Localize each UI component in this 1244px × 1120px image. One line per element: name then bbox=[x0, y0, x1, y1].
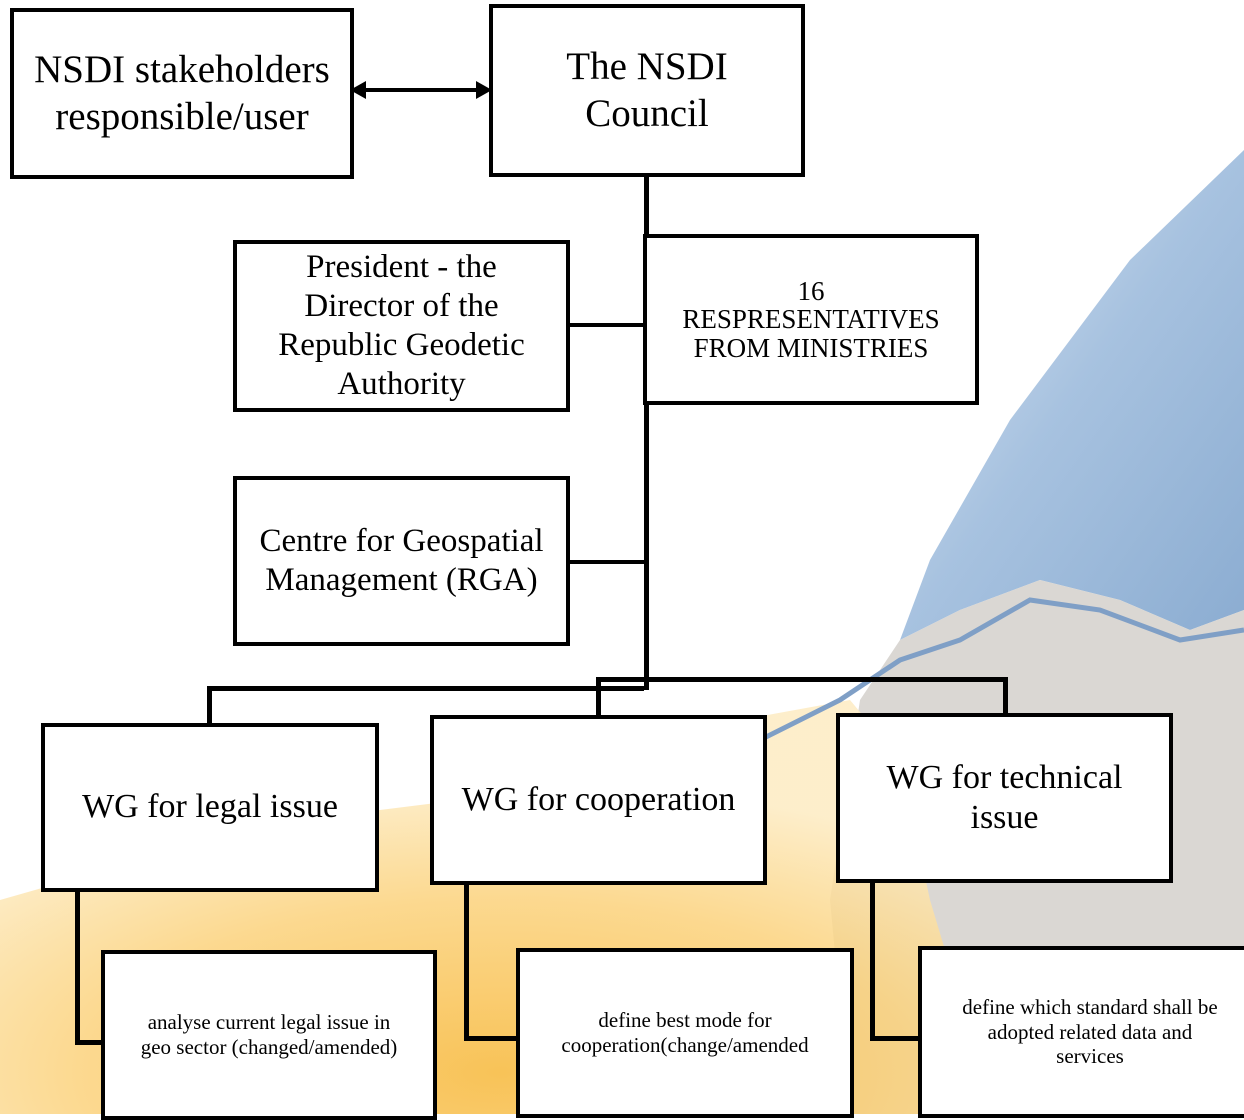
connector-legal-across bbox=[75, 1040, 105, 1045]
coast-line bbox=[758, 597, 1244, 743]
council-box: The NSDI Council bbox=[489, 4, 805, 177]
wg-cooperation-label: WG for cooperation bbox=[461, 780, 736, 818]
connector-cooperation-down bbox=[464, 882, 469, 1040]
wg-legal-label: WG for legal issue bbox=[82, 788, 338, 826]
representatives-box: 16 RESPRESENTATIVES FROM MINISTRIES bbox=[643, 234, 979, 405]
task-cooperation-box: define best mode for cooperation(change/… bbox=[516, 948, 854, 1118]
task-technical-label: define which standard shall be adopted r… bbox=[962, 994, 1218, 1069]
wg-technical-box: WG for technical issue bbox=[836, 713, 1173, 883]
connector-wg-legal bbox=[207, 686, 212, 726]
connector-cooperation-across bbox=[464, 1036, 520, 1041]
connector-wg-technical bbox=[1003, 677, 1008, 717]
connector-technical-across bbox=[870, 1036, 924, 1041]
wg-cooperation-box: WG for cooperation bbox=[430, 715, 767, 885]
council-label: The NSDI Council bbox=[566, 45, 728, 135]
connector-wg-cooperation bbox=[596, 677, 601, 719]
connector-council-trunk bbox=[644, 170, 649, 690]
centre-label: Centre for Geospatial Management (RGA) bbox=[259, 523, 544, 598]
connector-centre bbox=[568, 560, 648, 564]
connector-president bbox=[568, 323, 648, 327]
connector-horizontal-bus bbox=[596, 677, 1008, 682]
task-legal-label: analyse current legal issue in geo secto… bbox=[140, 1010, 398, 1059]
task-cooperation-label: define best mode for cooperation(change/… bbox=[561, 1008, 809, 1057]
task-technical-box: define which standard shall be adopted r… bbox=[918, 946, 1244, 1118]
wg-legal-box: WG for legal issue bbox=[41, 723, 379, 892]
representatives-label: 16 RESPRESENTATIVES FROM MINISTRIES bbox=[682, 275, 940, 363]
stakeholders-box: NSDI stakeholders responsible/user bbox=[10, 8, 354, 179]
connector-legal-down bbox=[75, 888, 80, 1044]
stakeholders-label: NSDI stakeholders responsible/user bbox=[34, 48, 330, 138]
task-legal-box: analyse current legal issue in geo secto… bbox=[101, 950, 437, 1120]
president-box: President - the Director of the Republic… bbox=[233, 240, 570, 412]
centre-box: Centre for Geospatial Management (RGA) bbox=[233, 476, 570, 646]
connector-technical-down bbox=[870, 880, 875, 1040]
blue-region bbox=[900, 150, 1244, 640]
connector-horizontal-left bbox=[207, 686, 644, 691]
president-label: President - the Director of the Republic… bbox=[278, 249, 525, 402]
wg-technical-label: WG for technical issue bbox=[886, 758, 1123, 836]
bidirectional-arrow bbox=[350, 81, 492, 99]
